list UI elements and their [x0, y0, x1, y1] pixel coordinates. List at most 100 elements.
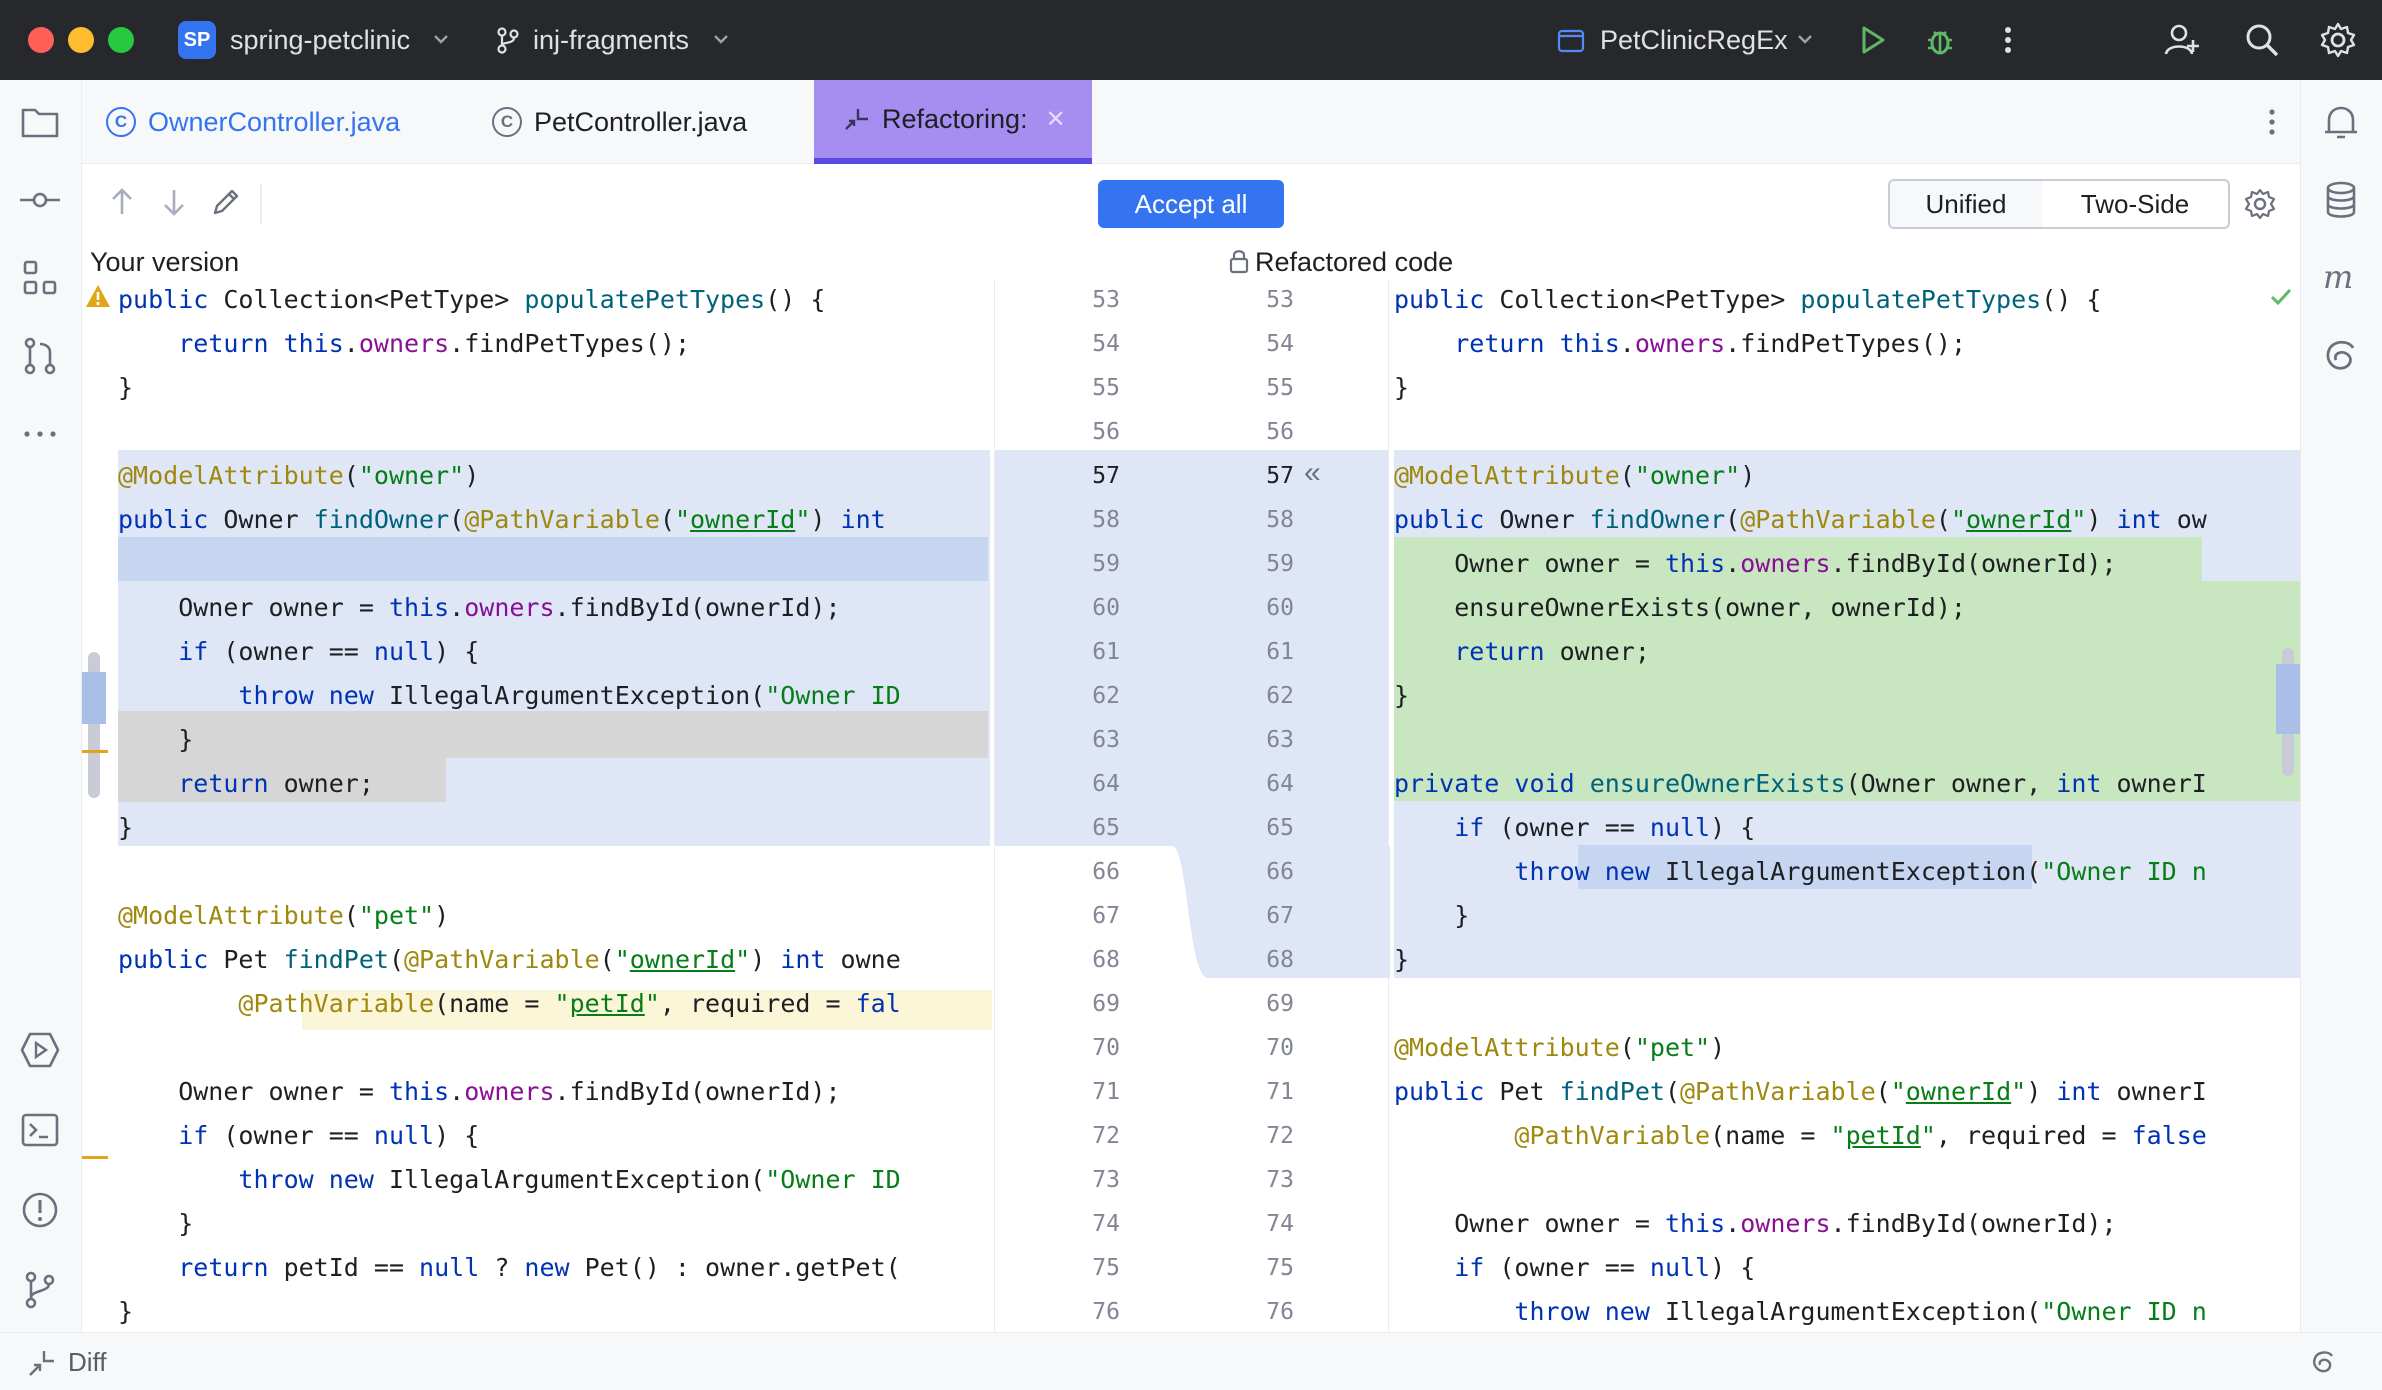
status-diff-label[interactable]: Diff — [68, 1347, 107, 1377]
commit-icon[interactable] — [18, 178, 62, 222]
project-badge[interactable]: SP — [178, 21, 216, 59]
center-connector-block — [994, 450, 1388, 846]
search-icon[interactable] — [2242, 20, 2282, 60]
more-tools-icon[interactable] — [18, 412, 62, 456]
line-number: 76 — [1092, 1298, 1120, 1325]
title-bar: SP spring-petclinic inj-fragments PetCli… — [0, 0, 2382, 80]
svg-text:m: m — [2323, 258, 2353, 296]
line-number: 60 — [1092, 594, 1120, 621]
minimize-window-button[interactable] — [68, 27, 94, 53]
apply-change-chevrons-icon[interactable]: « — [1304, 456, 1321, 489]
diff-settings-gear-icon[interactable] — [2242, 186, 2278, 222]
zoom-window-button[interactable] — [108, 27, 134, 53]
line-number: 65 — [1266, 814, 1294, 841]
settings-gear-icon[interactable] — [2318, 20, 2358, 60]
branch-icon[interactable] — [492, 24, 524, 56]
project-folder-icon[interactable] — [18, 100, 62, 144]
editor-tab-bar: C OwnerController.java C PetController.j… — [82, 80, 2300, 164]
ai-assistant-icon[interactable] — [2319, 334, 2363, 378]
code-line: } — [1394, 373, 1410, 402]
line-number: 66 — [1266, 858, 1294, 885]
line-number: 62 — [1092, 682, 1120, 709]
tab-label: PetController.java — [534, 106, 748, 137]
accept-all-button[interactable]: Accept all — [1098, 180, 1284, 228]
warning-icon[interactable] — [84, 282, 112, 310]
line-number: 67 — [1266, 902, 1294, 929]
two-side-view-button[interactable]: Two-Side — [2042, 179, 2230, 229]
tab-pet-controller[interactable]: C PetController.java — [492, 80, 747, 164]
line-number: 72 — [1092, 1122, 1120, 1149]
line-number: 63 — [1266, 726, 1294, 753]
line-number: 71 — [1092, 1078, 1120, 1105]
code-line: if (owner == null) { — [1454, 1253, 1756, 1282]
code-line: throw new IllegalArgumentException("Owne… — [238, 1165, 901, 1194]
warning-marker — [82, 1156, 108, 1159]
line-number: 56 — [1092, 418, 1120, 445]
tab-refactoring[interactable]: Refactoring: ✕ — [814, 80, 1092, 164]
code-line: @PathVariable(name = "petId", required =… — [1514, 1121, 2207, 1150]
branch-name[interactable]: inj-fragments — [533, 25, 690, 55]
tab-label: Refactoring: — [882, 103, 1028, 134]
line-number: 58 — [1092, 506, 1120, 533]
ai-status-icon[interactable] — [2308, 1347, 2338, 1377]
edit-source-icon[interactable] — [208, 184, 244, 220]
left-code-pane[interactable]: public Collection<PetType> populatePetTy… — [118, 280, 990, 1330]
line-number: 61 — [1092, 638, 1120, 665]
chevron-down-icon[interactable] — [1794, 28, 1816, 50]
right-tool-strip: m — [2300, 80, 2382, 1332]
right-code-pane[interactable]: public Collection<PetType> populatePetTy… — [1394, 280, 2300, 1330]
left-deleted-line — [118, 758, 446, 802]
code-line: return this.owners.findPetTypes(); — [178, 329, 690, 358]
code-line: throw new IllegalArgumentException("Owne… — [1514, 1297, 2207, 1326]
problems-icon[interactable] — [18, 1188, 62, 1232]
no-problems-check-icon[interactable] — [2268, 284, 2294, 310]
center-connector-curve — [1168, 846, 1390, 978]
code-line: return this.owners.findPetTypes(); — [1454, 329, 1966, 358]
diff-icon — [26, 1347, 58, 1379]
code-line: public Collection<PetType> populatePetTy… — [118, 285, 826, 314]
terminal-icon[interactable] — [18, 1108, 62, 1152]
chevron-down-icon[interactable] — [430, 28, 452, 50]
line-number: 58 — [1266, 506, 1294, 533]
close-tab-icon[interactable]: ✕ — [1045, 105, 1066, 133]
code-line: public Collection<PetType> populatePetTy… — [1394, 285, 2102, 314]
services-icon[interactable] — [18, 1028, 62, 1072]
add-user-icon[interactable] — [2162, 20, 2202, 60]
left-annotation-highlight — [302, 990, 992, 1030]
run-icon[interactable] — [1852, 20, 1892, 60]
tab-actions-more-icon[interactable] — [2252, 102, 2292, 142]
right-changed-line — [1578, 845, 2032, 889]
database-icon[interactable] — [2319, 178, 2363, 222]
chevron-down-icon[interactable] — [710, 28, 732, 50]
right-inserted-line — [1394, 537, 2202, 581]
code-line: } — [1394, 681, 1410, 710]
maven-icon[interactable]: m — [2319, 256, 2363, 300]
line-number: 54 — [1266, 330, 1294, 357]
run-config-name[interactable]: PetClinicRegEx — [1600, 25, 1788, 55]
right-inserted-block — [1394, 581, 2300, 801]
structure-icon[interactable] — [18, 256, 62, 300]
project-name[interactable]: spring-petclinic — [230, 25, 411, 55]
unified-view-button[interactable]: Unified — [1888, 179, 2044, 229]
line-number: 74 — [1092, 1210, 1120, 1237]
previous-difference-icon[interactable] — [104, 184, 140, 220]
tab-owner-controller[interactable]: C OwnerController.java — [106, 80, 400, 164]
next-difference-icon[interactable] — [156, 184, 192, 220]
debug-icon[interactable] — [1920, 20, 1960, 60]
notifications-bell-icon[interactable] — [2319, 100, 2363, 144]
close-window-button[interactable] — [28, 27, 54, 53]
code-line: if (owner == null) { — [178, 637, 480, 666]
code-line: } — [1394, 901, 1470, 930]
code-line: Owner owner = this.owners.findById(owner… — [1394, 549, 2117, 578]
line-number: 71 — [1266, 1078, 1294, 1105]
more-actions-icon[interactable] — [1988, 20, 2028, 60]
code-line: throw new IllegalArgumentException("Owne… — [1514, 857, 2207, 886]
warning-marker — [82, 750, 108, 753]
left-changed-line — [118, 537, 988, 581]
pull-requests-icon[interactable] — [18, 334, 62, 378]
git-icon[interactable] — [18, 1268, 62, 1312]
code-line: return owner; — [178, 769, 374, 798]
code-line: throw new IllegalArgumentException("Owne… — [238, 681, 901, 710]
line-number: 69 — [1266, 990, 1294, 1017]
